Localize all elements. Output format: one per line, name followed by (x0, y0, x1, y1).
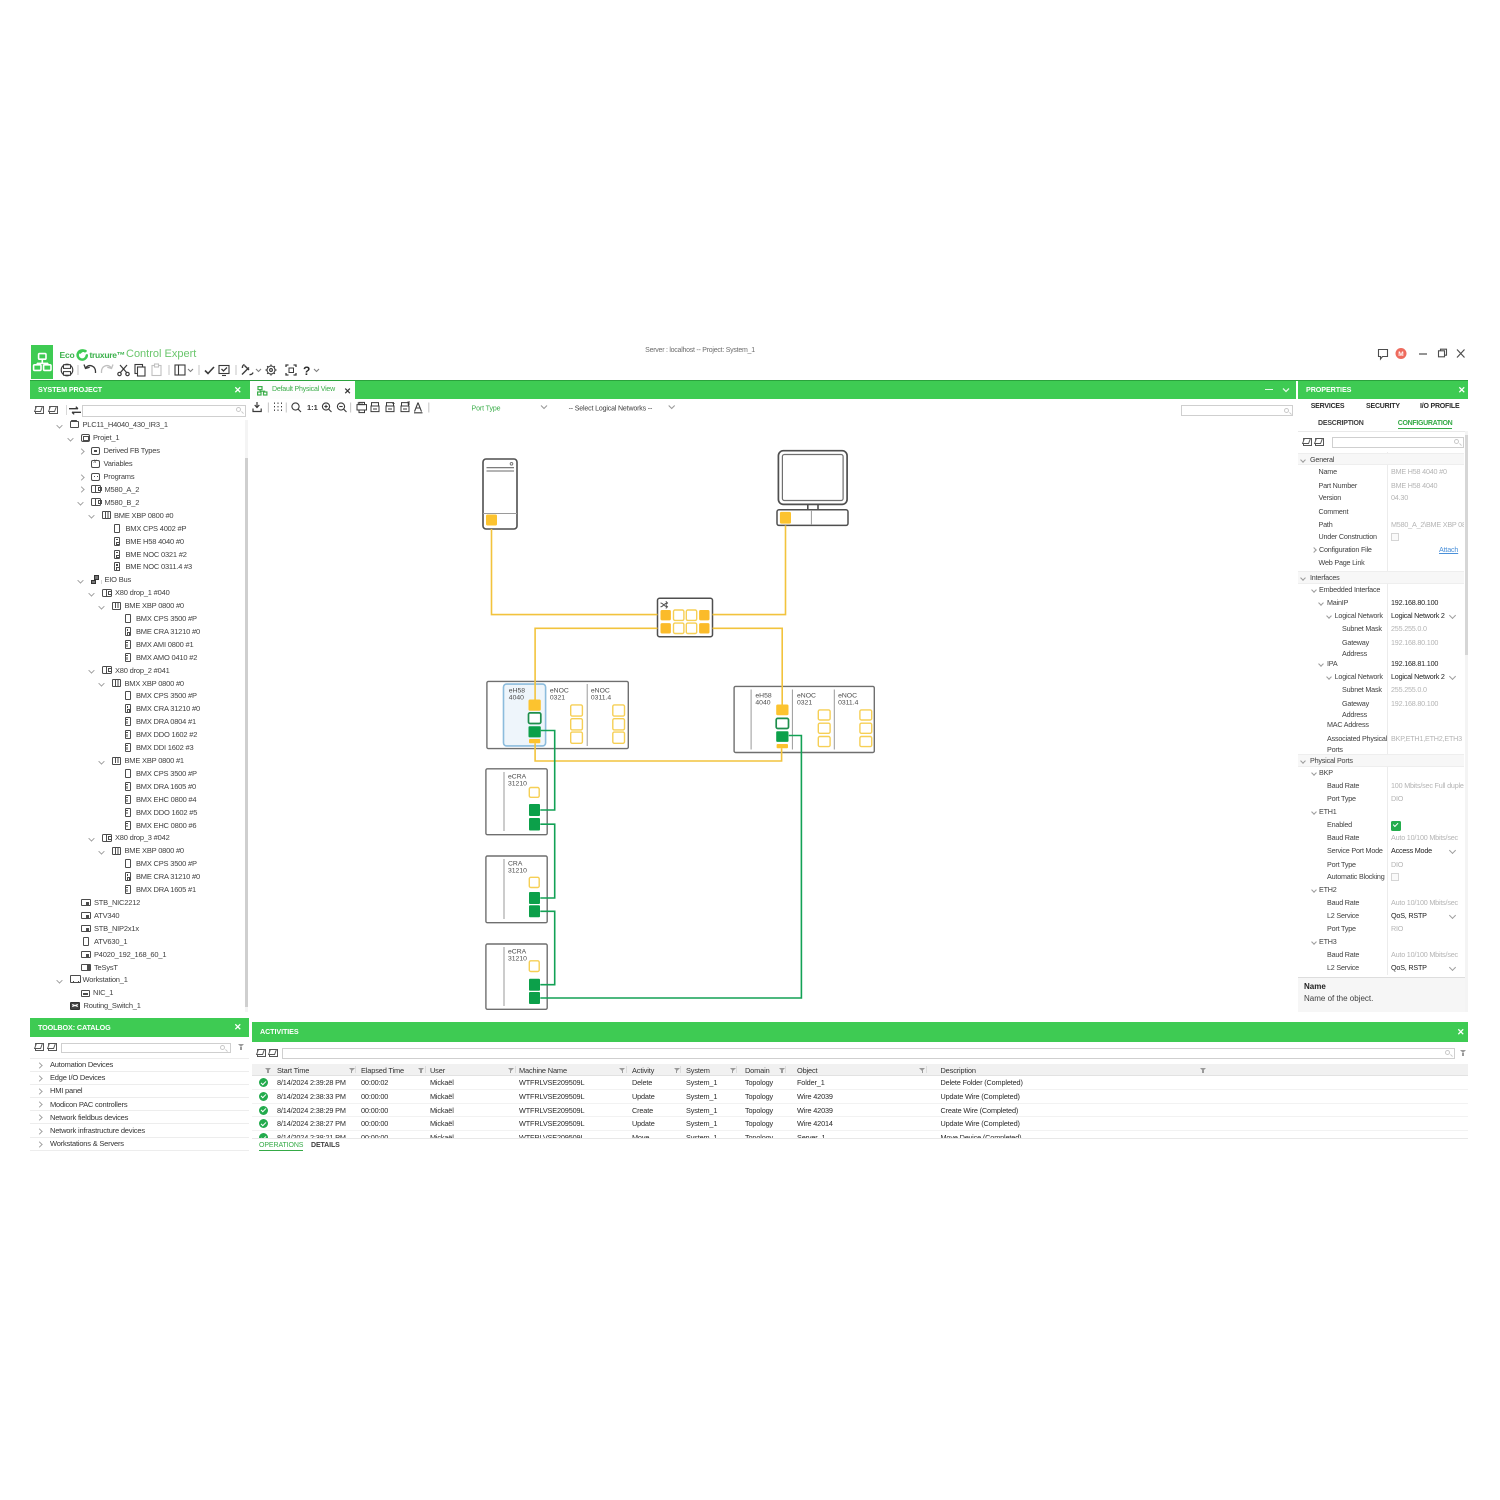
svg-text:0311.4: 0311.4 (591, 694, 612, 701)
svg-text:31210: 31210 (508, 780, 527, 787)
svg-text:M: M (1398, 351, 1403, 358)
svg-text:1:1: 1:1 (307, 403, 318, 412)
svg-text:eCRA: eCRA (508, 773, 527, 780)
svg-text:Port Type: Port Type (472, 406, 501, 413)
svg-text:?: ? (303, 364, 310, 378)
svg-text:-- Select Logical Networks --: -- Select Logical Networks -- (569, 406, 653, 413)
svg-text:31210: 31210 (508, 956, 527, 963)
svg-text:4040: 4040 (755, 699, 770, 706)
svg-text:0321: 0321 (550, 694, 565, 701)
svg-text:eH58: eH58 (755, 692, 771, 699)
svg-text:4040: 4040 (509, 694, 524, 701)
svg-text:31210: 31210 (508, 868, 527, 875)
svg-text:PN: PN (358, 401, 364, 406)
svg-text:eNOC: eNOC (550, 687, 569, 694)
svg-text:0321: 0321 (797, 699, 812, 706)
svg-text:eNOC: eNOC (838, 692, 857, 699)
svg-text:0311.4: 0311.4 (838, 699, 859, 706)
svg-text:eNOC: eNOC (591, 687, 610, 694)
svg-text:CRA: CRA (508, 861, 523, 868)
svg-text:eH58: eH58 (509, 687, 525, 694)
svg-text:eNOC: eNOC (797, 692, 816, 699)
svg-text:eCRA: eCRA (508, 949, 527, 956)
